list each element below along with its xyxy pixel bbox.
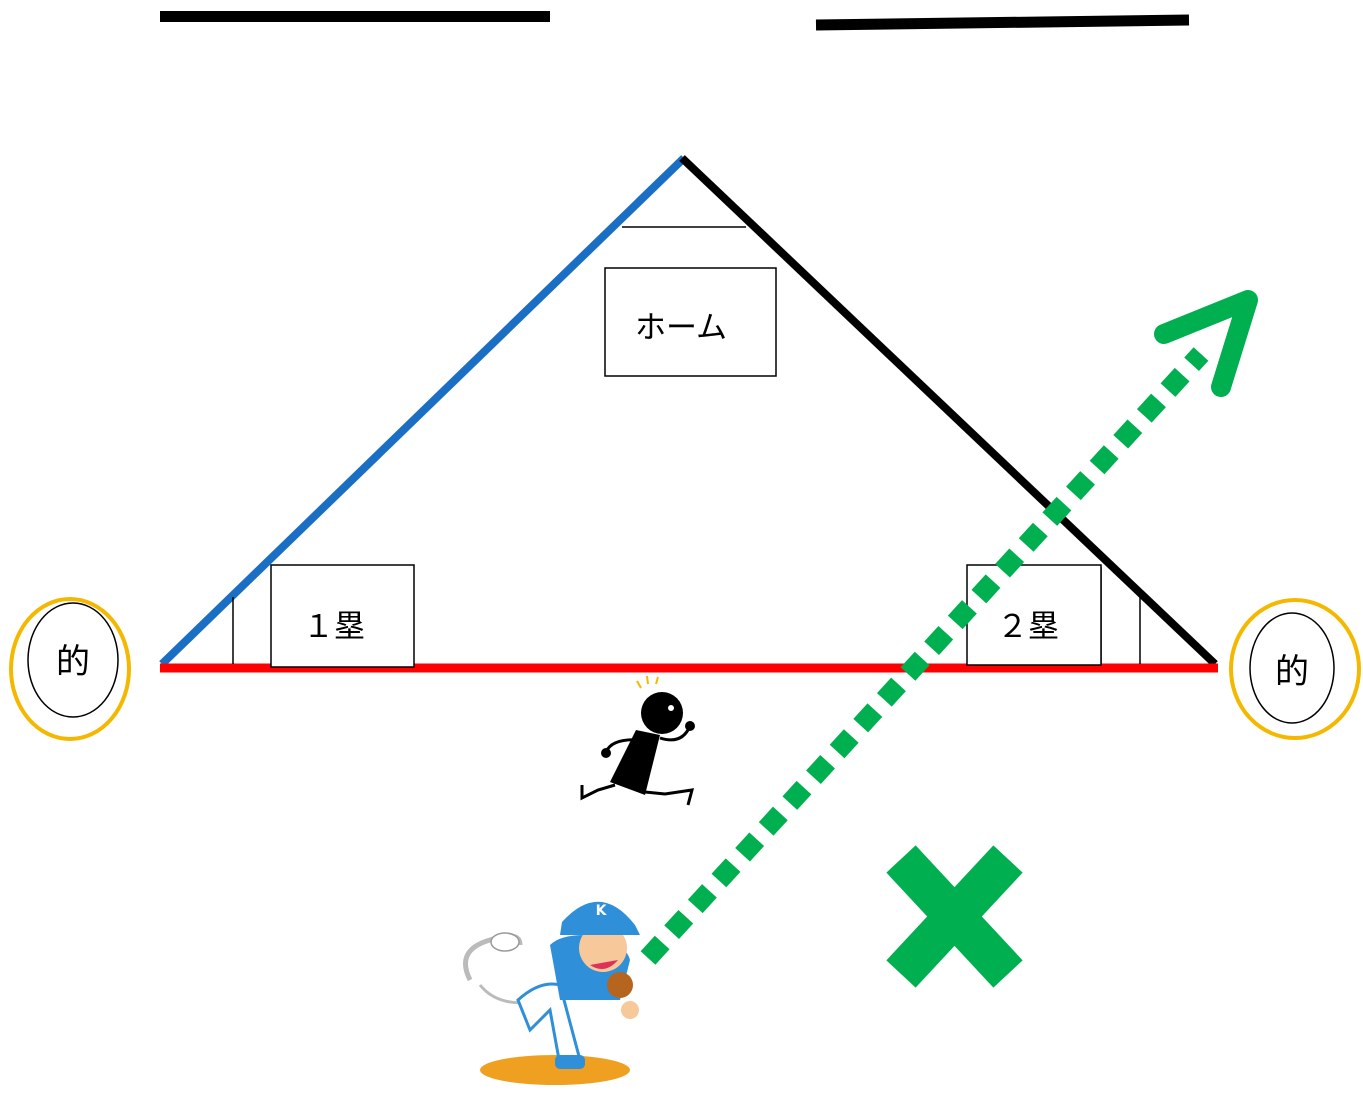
dotted-arrow-icon — [648, 300, 1248, 958]
running-figure-icon — [582, 676, 695, 805]
top-line-left — [160, 11, 550, 22]
green-x-mark-icon — [901, 859, 1008, 974]
second-base-label: ２塁 — [997, 609, 1059, 645]
home-label: ホーム — [635, 310, 727, 346]
first-base-label: １塁 — [303, 609, 365, 645]
cap-letter: K — [596, 903, 608, 919]
target-left: 的 — [11, 599, 129, 739]
target-left-label: 的 — [56, 642, 90, 682]
right-side-line — [682, 158, 1215, 664]
pitcher-icon: K — [466, 902, 641, 1085]
top-line-right — [816, 20, 1189, 25]
home-box: ホーム — [605, 268, 776, 376]
first-base-box: １塁 — [271, 565, 414, 667]
target-right: 的 — [1231, 600, 1359, 738]
left-side-line — [162, 158, 684, 664]
target-right-label: 的 — [1275, 652, 1309, 692]
